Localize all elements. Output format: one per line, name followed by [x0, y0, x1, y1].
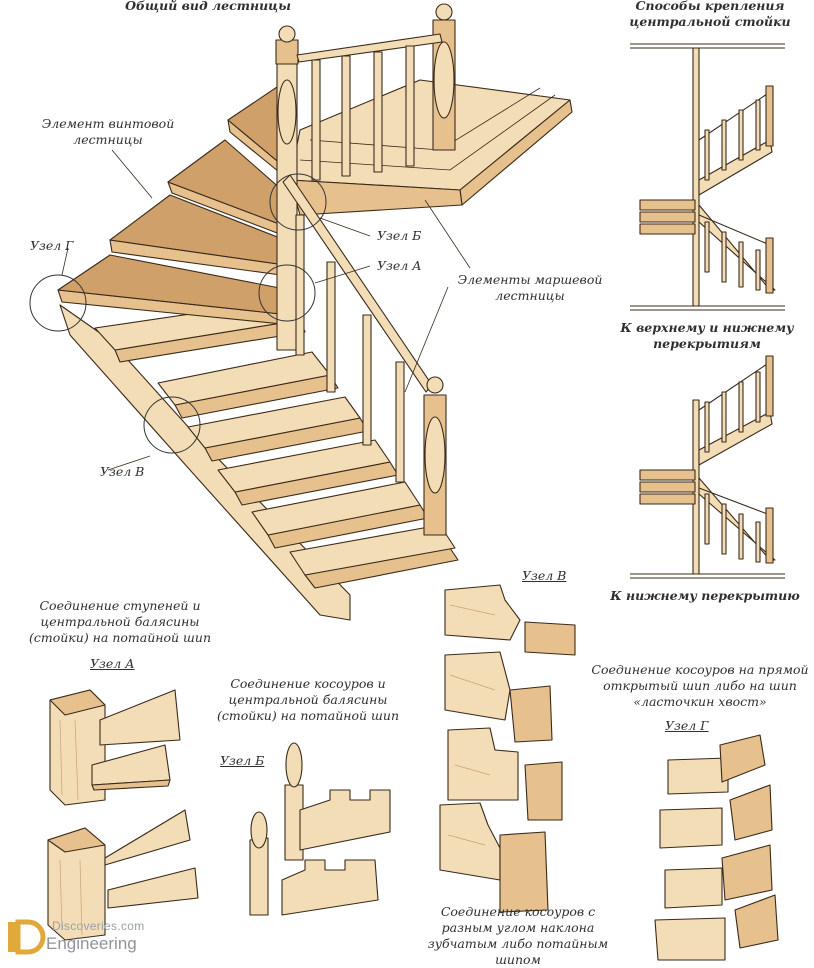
winder-steps [57, 84, 293, 326]
scheme-upper-lower [630, 43, 785, 311]
watermark-text-2: Engineering [46, 934, 137, 953]
label-node-g: Узел Г [30, 238, 74, 253]
watermark-logo [8, 919, 46, 955]
label-node-b: Узел Б [377, 228, 422, 243]
node-v-circle [143, 396, 201, 454]
caption-lower: К нижнему перекрытию [610, 588, 800, 603]
node-a-circle [258, 264, 316, 322]
label-march-elements: Элементы маршевой лестницы [457, 272, 603, 303]
caption-upper-lower: К верхнему и нижнему перекрытиям [620, 320, 794, 351]
detail-g-caption: Соединение косоуров на прямой открытый ш… [591, 662, 809, 709]
node-b-circle [269, 173, 327, 231]
main-staircase [29, 3, 573, 621]
label-spiral-element: Элемент винтовой лестницы [41, 116, 175, 147]
detail-g-node: Узел Г [665, 718, 709, 733]
upper-flight [289, 79, 573, 216]
upper-balusters [311, 45, 415, 181]
label-node-v: Узел В [100, 464, 145, 479]
detail-b-node: Узел Б [220, 753, 265, 768]
right-title: Способы крепления центральной стойки [629, 0, 791, 29]
detail-v [439, 584, 576, 913]
central-post [275, 25, 299, 351]
detail-a-node: Узел А [90, 656, 135, 671]
upper-newel [432, 3, 456, 151]
detail-v-node: Узел В [522, 568, 567, 583]
detail-v-caption: Соединение косоуров с разным углом накло… [427, 904, 609, 967]
lower-balusters [295, 214, 405, 483]
lower-newel [423, 376, 447, 536]
node-g-circle [29, 274, 87, 332]
scheme-lower [630, 355, 785, 579]
detail-a-caption: Соединение ступеней и центральной баляси… [29, 598, 211, 645]
watermark-text-1: Discoveries.com [52, 919, 145, 933]
detail-b [249, 742, 391, 916]
detail-a [47, 689, 199, 941]
detail-b-caption: Соединение косоуров и центральной баляси… [217, 676, 399, 723]
main-title: Общий вид лестницы [125, 0, 291, 13]
detail-g [654, 734, 779, 961]
label-node-a: Узел А [377, 258, 422, 273]
